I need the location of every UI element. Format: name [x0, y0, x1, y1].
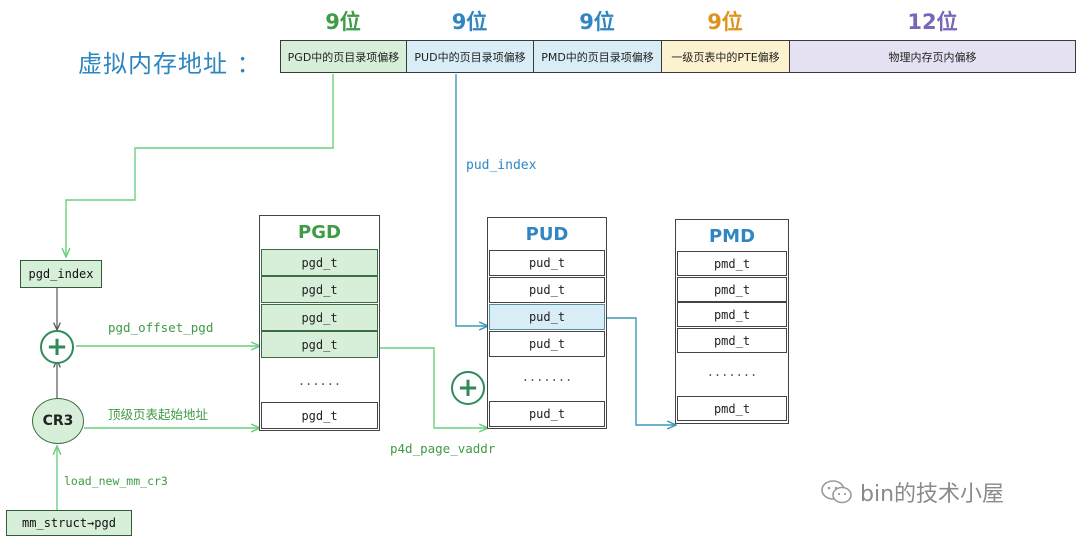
pgd-bits-label: 9位: [325, 10, 361, 34]
pte-bits-label: 9位: [707, 10, 743, 34]
pmd-offset-segment: PMD中的页目录项偏移: [533, 40, 662, 73]
pte-offset-segment: 一级页表中的PTE偏移: [661, 40, 790, 73]
virtual-address-title: 虚拟内存地址 ：: [78, 50, 262, 78]
pud-index-arrow: [455, 74, 488, 326]
pud-ellipsis: .......: [521, 370, 573, 384]
cr3-register: CR3: [32, 398, 84, 444]
pud-entry-last: pud_t: [489, 401, 605, 427]
pgd-entry-last: pgd_t: [261, 402, 378, 429]
pud-entry: pud_t: [489, 331, 605, 357]
pgd-entry: pgd_t: [261, 304, 378, 331]
pmd-entry: pmd_t: [677, 251, 787, 276]
add-icon: +: [40, 330, 74, 364]
page-offset-bits-label: 12位: [907, 10, 958, 34]
add-icon: +: [451, 371, 485, 405]
pud-index-label: pud_index: [466, 158, 537, 173]
pud-bits-label: 9位: [451, 10, 488, 34]
pgd-entry: pgd_t: [261, 331, 378, 358]
watermark-text: bin的技术小屋: [860, 482, 1005, 507]
pmd-entry: pmd_t: [677, 277, 787, 302]
pud-entry-selected: pud_t: [489, 304, 605, 330]
pgd-ellipsis: ......: [297, 374, 342, 388]
pmd-entry-last: pmd_t: [677, 396, 787, 421]
page-offset-segment: 物理内存页内偏移: [789, 40, 1076, 73]
pud-offset-segment: PUD中的页目录项偏移: [406, 40, 534, 73]
pgd-entry: pgd_t: [261, 276, 378, 303]
pmd-bits-label: 9位: [579, 10, 615, 34]
watermark: bin的技术小屋: [820, 476, 1004, 508]
top-table-address-label: 顶级页表起始地址: [108, 407, 209, 422]
pgd-entry: pgd_t: [261, 249, 378, 276]
mm-struct-box: mm_struct→pgd: [6, 510, 132, 536]
pud-entry: pud_t: [489, 250, 605, 276]
pmd-ellipsis: .......: [706, 365, 758, 379]
pud-to-pmd-arrow: [607, 317, 676, 425]
pud-entry: pud_t: [489, 277, 605, 303]
pgd-to-pud-arrow: [379, 347, 488, 428]
pmd-table-title: PMD: [708, 225, 756, 247]
p4d-page-vaddr-label: p4d_page_vaddr: [390, 441, 496, 456]
load-new-mm-cr3-label: load_new_mm_cr3: [64, 474, 168, 488]
pmd-entry: pmd_t: [677, 328, 787, 353]
pgd-index-box: pgd_index: [20, 260, 102, 288]
pgd-offset-pgd-label: pgd_offset_pgd: [108, 320, 214, 335]
pgd-offset-segment: PGD中的页目录项偏移: [280, 40, 407, 73]
wechat-icon: [821, 480, 852, 504]
pmd-entry: pmd_t: [677, 302, 787, 327]
pgd-offset-arrow: [66, 74, 334, 257]
pud-table-title: PUD: [525, 223, 569, 245]
pgd-table-title: PGD: [298, 221, 341, 243]
